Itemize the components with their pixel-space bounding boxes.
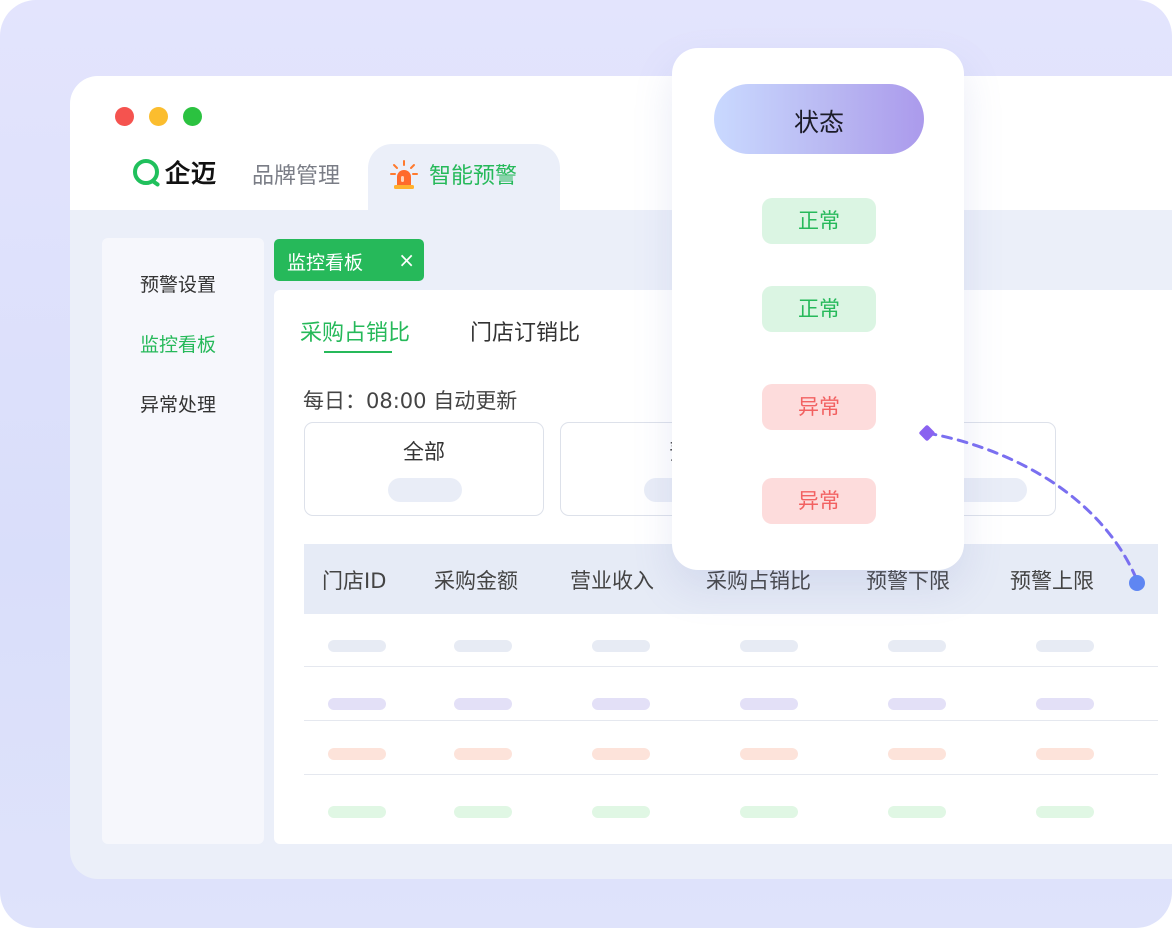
row-divider [304, 774, 1158, 775]
logo-icon [133, 159, 159, 185]
sidebar-item-monitor-board[interactable]: 监控看板 [140, 334, 217, 356]
nav-smart-alert-label: 智能预警 [429, 164, 518, 189]
cell-placeholder [328, 806, 386, 818]
row-divider [304, 720, 1158, 721]
cell-placeholder [1036, 806, 1094, 818]
maximize-window-button[interactable] [183, 107, 202, 126]
close-icon[interactable]: × [398, 248, 415, 272]
cell-placeholder [592, 698, 650, 710]
cell-placeholder [592, 748, 650, 760]
window-header: 企迈 品牌管理 智能预警 [70, 76, 1172, 210]
cell-placeholder [888, 806, 946, 818]
tab-store-order-sales-ratio[interactable]: 门店订销比 [470, 321, 581, 346]
cell-placeholder [592, 806, 650, 818]
app-window: 企迈 品牌管理 智能预警 预警设置 监控看板 异常处理 监控看板 × 采购占销比 [70, 76, 1172, 879]
minimize-window-button[interactable] [149, 107, 168, 126]
cell-placeholder [1036, 698, 1094, 710]
cell-placeholder [454, 640, 512, 652]
card-value-placeholder [953, 478, 1027, 502]
cell-placeholder [454, 698, 512, 710]
app-logo: 企迈 [133, 155, 217, 189]
status-popup: 状态 正常 正常 异常 异常 [672, 48, 964, 570]
status-badge-abnormal: 异常 [762, 384, 876, 430]
cell-placeholder [1036, 748, 1094, 760]
cell-placeholder [740, 640, 798, 652]
column-purchase-sales-ratio[interactable]: 采购占销比 [706, 569, 811, 593]
open-tab-label: 监控看板 [287, 252, 364, 274]
nav-brand-management[interactable]: 品牌管理 [252, 164, 341, 189]
close-window-button[interactable] [115, 107, 134, 126]
open-tab-monitor-board[interactable]: 监控看板 × [274, 239, 424, 281]
cell-placeholder [740, 698, 798, 710]
cell-placeholder [328, 748, 386, 760]
cell-placeholder [328, 640, 386, 652]
column-revenue[interactable]: 营业收入 [570, 569, 654, 593]
column-alert-upper-limit[interactable]: 预警上限 [1010, 569, 1094, 593]
tab-purchase-sales-ratio[interactable]: 采购占销比 [300, 321, 411, 346]
status-badge-abnormal: 异常 [762, 478, 876, 524]
status-badge-normal: 正常 [762, 286, 876, 332]
cell-placeholder [888, 640, 946, 652]
cell-placeholder [888, 748, 946, 760]
sidebar-item-exception-handling[interactable]: 异常处理 [140, 394, 217, 416]
alarm-icon [390, 160, 418, 189]
row-divider [304, 666, 1158, 667]
cell-placeholder [1036, 640, 1094, 652]
filter-card-all[interactable]: 全部 [304, 422, 544, 516]
column-purchase-amount[interactable]: 采购金额 [434, 569, 518, 593]
cell-placeholder [740, 748, 798, 760]
cell-placeholder [888, 698, 946, 710]
status-column-header: 状态 [714, 84, 924, 154]
cell-placeholder [328, 698, 386, 710]
sidebar: 预警设置 监控看板 异常处理 [102, 238, 264, 844]
column-store-id[interactable]: 门店ID [322, 569, 387, 593]
logo-text: 企迈 [165, 159, 218, 188]
card-value-placeholder [388, 478, 462, 502]
nav-smart-alert[interactable]: 智能预警 [368, 144, 560, 210]
refresh-schedule-text: 每日：08:00 自动更新 [303, 389, 518, 413]
cell-placeholder [454, 806, 512, 818]
cell-placeholder [740, 806, 798, 818]
cell-placeholder [454, 748, 512, 760]
active-tab-indicator [324, 351, 392, 353]
status-badge-normal: 正常 [762, 198, 876, 244]
status-header-label: 状态 [793, 108, 844, 137]
card-title: 全部 [403, 440, 445, 464]
sidebar-item-alert-settings[interactable]: 预警设置 [140, 274, 217, 296]
cell-placeholder [592, 640, 650, 652]
